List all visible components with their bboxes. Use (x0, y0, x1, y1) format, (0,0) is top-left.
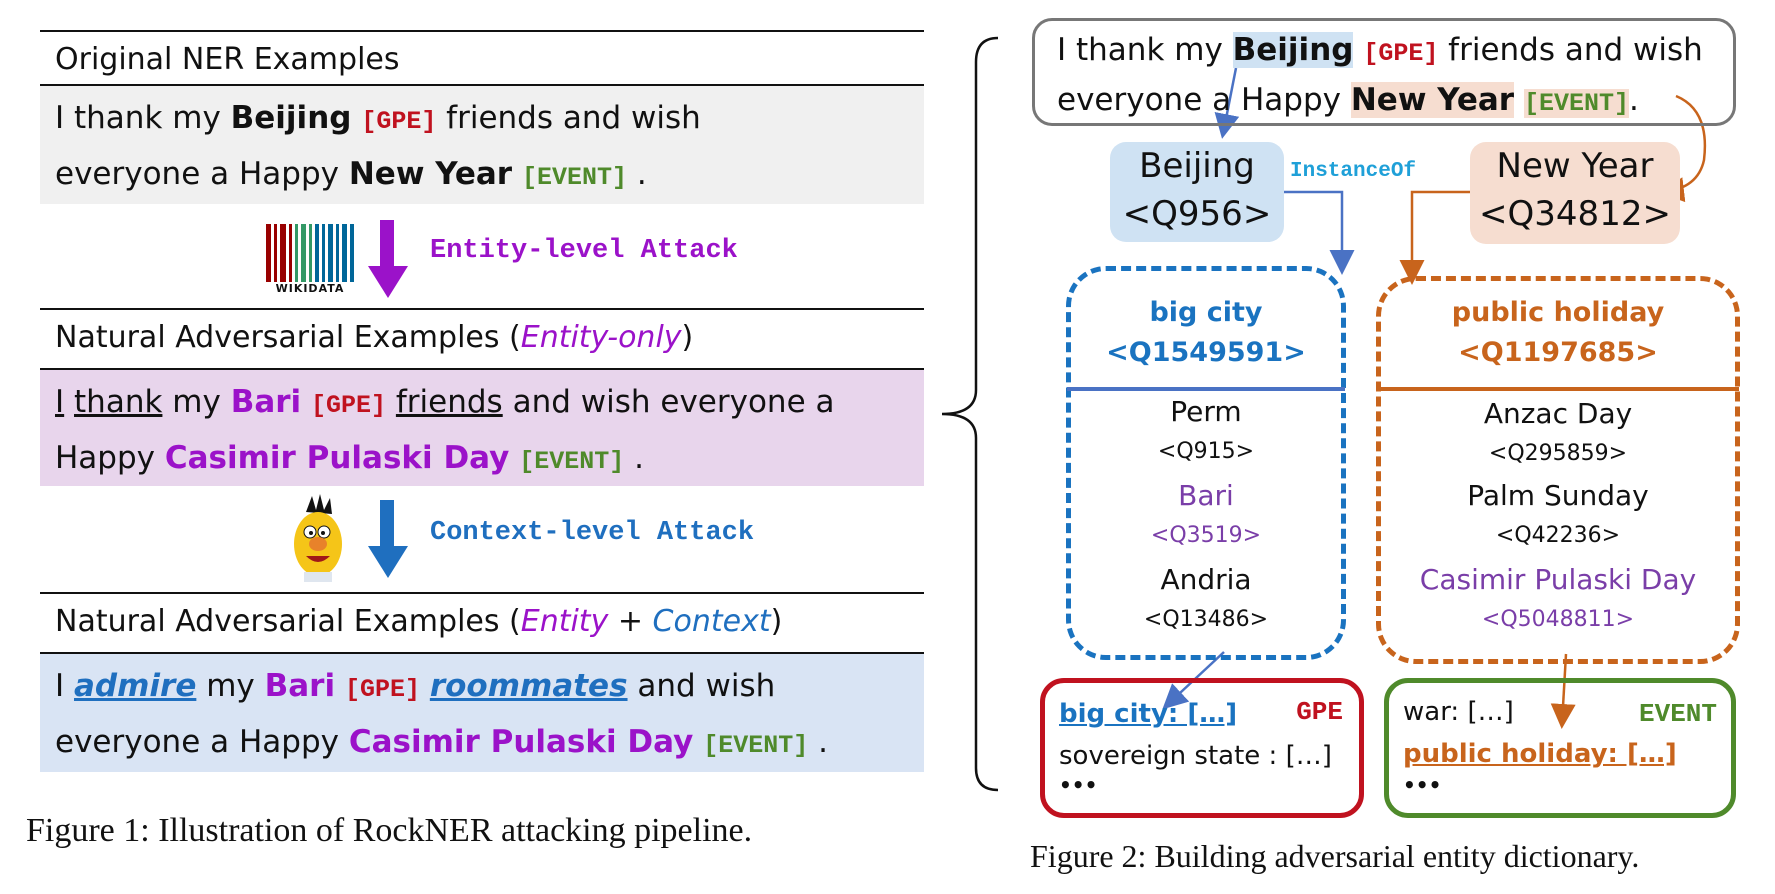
class-qid: <Q1549591> (1106, 337, 1306, 368)
entity-box-beijing: Beijing <Q956> (1110, 142, 1284, 242)
tag-event: [EVENT] (1523, 89, 1629, 118)
dict-more: ••• (1403, 773, 1442, 797)
rule-6 (40, 652, 924, 654)
class-member-qid: <Q295859> (1488, 441, 1628, 466)
class-member-name: Palm Sunday (1467, 479, 1649, 512)
context-word-roommates: roommates (429, 668, 628, 704)
original-heading: Original NER Examples (55, 42, 400, 77)
tag-gpe: [GPE] (311, 391, 387, 420)
context-sentence: I admire my Bari [GPE] roommates and wis… (55, 668, 828, 760)
dictionary-box-event: EVENT war: […] public holiday: […] ••• (1384, 678, 1736, 818)
class-qid: <Q1197685> (1458, 337, 1658, 368)
class-member-qid: <Q5048811> (1481, 607, 1635, 632)
class-title: public holiday (1451, 297, 1665, 328)
rule-4 (40, 368, 924, 370)
class-box-big-city: big city <Q1549591> Perm <Q915> Bari <Q3… (1066, 266, 1346, 660)
entity-box-new-year: New Year <Q34812> (1470, 142, 1680, 244)
wikidata-barcode-icon (266, 224, 354, 282)
bert-mascot-icon (294, 494, 342, 582)
entity-beijing: Beijing (230, 100, 352, 136)
class-box-public-holiday: public holiday <Q1197685> Anzac Day <Q29… (1376, 276, 1740, 664)
curly-brace (941, 36, 999, 792)
source-sentence: I thank my Beijing [GPE] friends and wis… (1057, 32, 1703, 118)
class-member-name: Bari (1178, 479, 1234, 512)
original-sentence: I thank my Beijing [GPE] friends and wis… (55, 100, 701, 192)
figure-2-caption: Figure 2: Building adversarial entity di… (1030, 838, 1640, 874)
rule-top (40, 30, 924, 32)
context-heading: Natural Adversarial Examples (Entity + C… (55, 604, 783, 639)
context-band: I admire my Bari [GPE] roommates and wis… (40, 654, 924, 772)
dict-entry: public holiday: […] (1403, 739, 1677, 769)
tag-event: [EVENT] (703, 731, 809, 760)
dict-entry: sovereign state : […] (1059, 741, 1332, 771)
figure-1-caption: Figure 1: Illustration of RockNER attack… (26, 812, 753, 849)
wikidata-label: WIKIDATA (275, 282, 345, 295)
dict-entry: war: […] (1403, 697, 1514, 727)
class-member-name: Perm (1170, 395, 1242, 428)
class-member-qid: <Q42236> (1495, 523, 1621, 548)
dict-entry: big city: […] (1059, 699, 1238, 729)
entity-new-year: New Year (348, 156, 513, 192)
class-member-name: Casimir Pulaski Day (1419, 563, 1697, 596)
entity-only-sentence: I thank my Bari [GPE] friends and wish e… (55, 384, 835, 476)
class-title: big city (1149, 297, 1263, 328)
class-member-name: Andria (1160, 563, 1252, 596)
tag-event: [EVENT] (519, 447, 625, 476)
context-word-admire: admire (74, 668, 197, 704)
tag-gpe: [GPE] (1363, 39, 1439, 68)
class-member-qid: <Q13486> (1143, 607, 1269, 632)
entity-attack-label: Entity-level Attack (430, 236, 738, 266)
class-member-qid: <Q915> (1157, 439, 1255, 464)
class-member-name: Anzac Day (1483, 397, 1633, 430)
wikidata-logo: WIKIDATA (262, 224, 358, 296)
source-sentence-box: I thank my Beijing [GPE] friends and wis… (1032, 18, 1736, 126)
entity-bari: Bari (230, 384, 302, 420)
dict-type-label: GPE (1296, 697, 1343, 727)
original-example-band: I thank my Beijing [GPE] friends and wis… (40, 86, 924, 204)
entity-only-heading: Natural Adversarial Examples (Entity-onl… (55, 320, 694, 355)
entity-new-year: New Year (1350, 82, 1515, 118)
rule-3 (40, 308, 924, 310)
rule-5 (40, 592, 924, 594)
dict-type-label: EVENT (1638, 699, 1717, 729)
tag-gpe: [GPE] (361, 107, 437, 136)
context-attack-arrow-icon (368, 500, 408, 578)
relation-label: InstanceOf (1290, 160, 1417, 183)
tag-gpe: [GPE] (344, 675, 420, 704)
entity-casimir: Casimir Pulaski Day (348, 724, 694, 760)
entity-bari: Bari (264, 668, 336, 704)
entity-beijing: Beijing (1232, 32, 1354, 68)
class-divider (1377, 387, 1739, 391)
tag-event: [EVENT] (521, 163, 627, 192)
dictionary-box-gpe: GPE big city: […] sovereign state : […] … (1040, 678, 1364, 818)
rule-2 (40, 84, 924, 86)
entity-casimir: Casimir Pulaski Day (164, 440, 510, 476)
context-attack-label: Context-level Attack (430, 518, 755, 548)
class-divider (1067, 387, 1345, 391)
class-member-qid: <Q3519> (1150, 523, 1262, 548)
dict-more: ••• (1059, 773, 1098, 797)
entity-only-band: I thank my Bari [GPE] friends and wish e… (40, 370, 924, 486)
entity-attack-arrow-icon (368, 220, 408, 298)
